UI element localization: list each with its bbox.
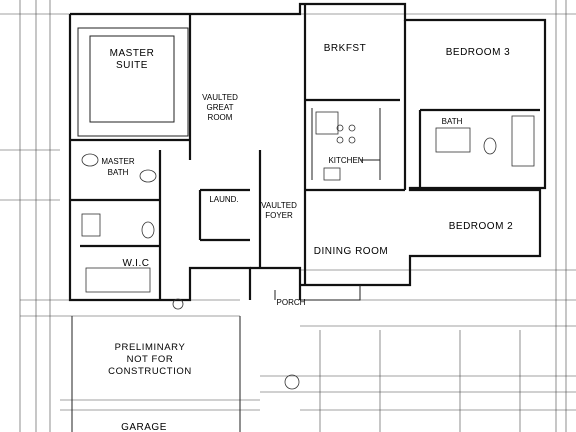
- brkfst-label: BRKFST: [324, 43, 366, 54]
- wic-label: W.I.C: [123, 258, 150, 269]
- laund-label: LAUND.: [209, 195, 238, 204]
- kitchen-label: KITCHEN: [328, 156, 363, 165]
- bedroom2-label: BEDROOM 2: [449, 221, 514, 232]
- bedroom3-label: BEDROOM 3: [446, 47, 511, 58]
- garage-label: GARAGE: [121, 422, 167, 432]
- dining-label: DINING ROOM: [314, 246, 388, 257]
- interior-walls: [70, 14, 540, 301]
- porch-label: PORCH: [277, 298, 306, 307]
- bath-upper-label: BATH: [442, 117, 463, 126]
- fixtures: [81, 111, 535, 390]
- exterior-walls: [68, 2, 547, 432]
